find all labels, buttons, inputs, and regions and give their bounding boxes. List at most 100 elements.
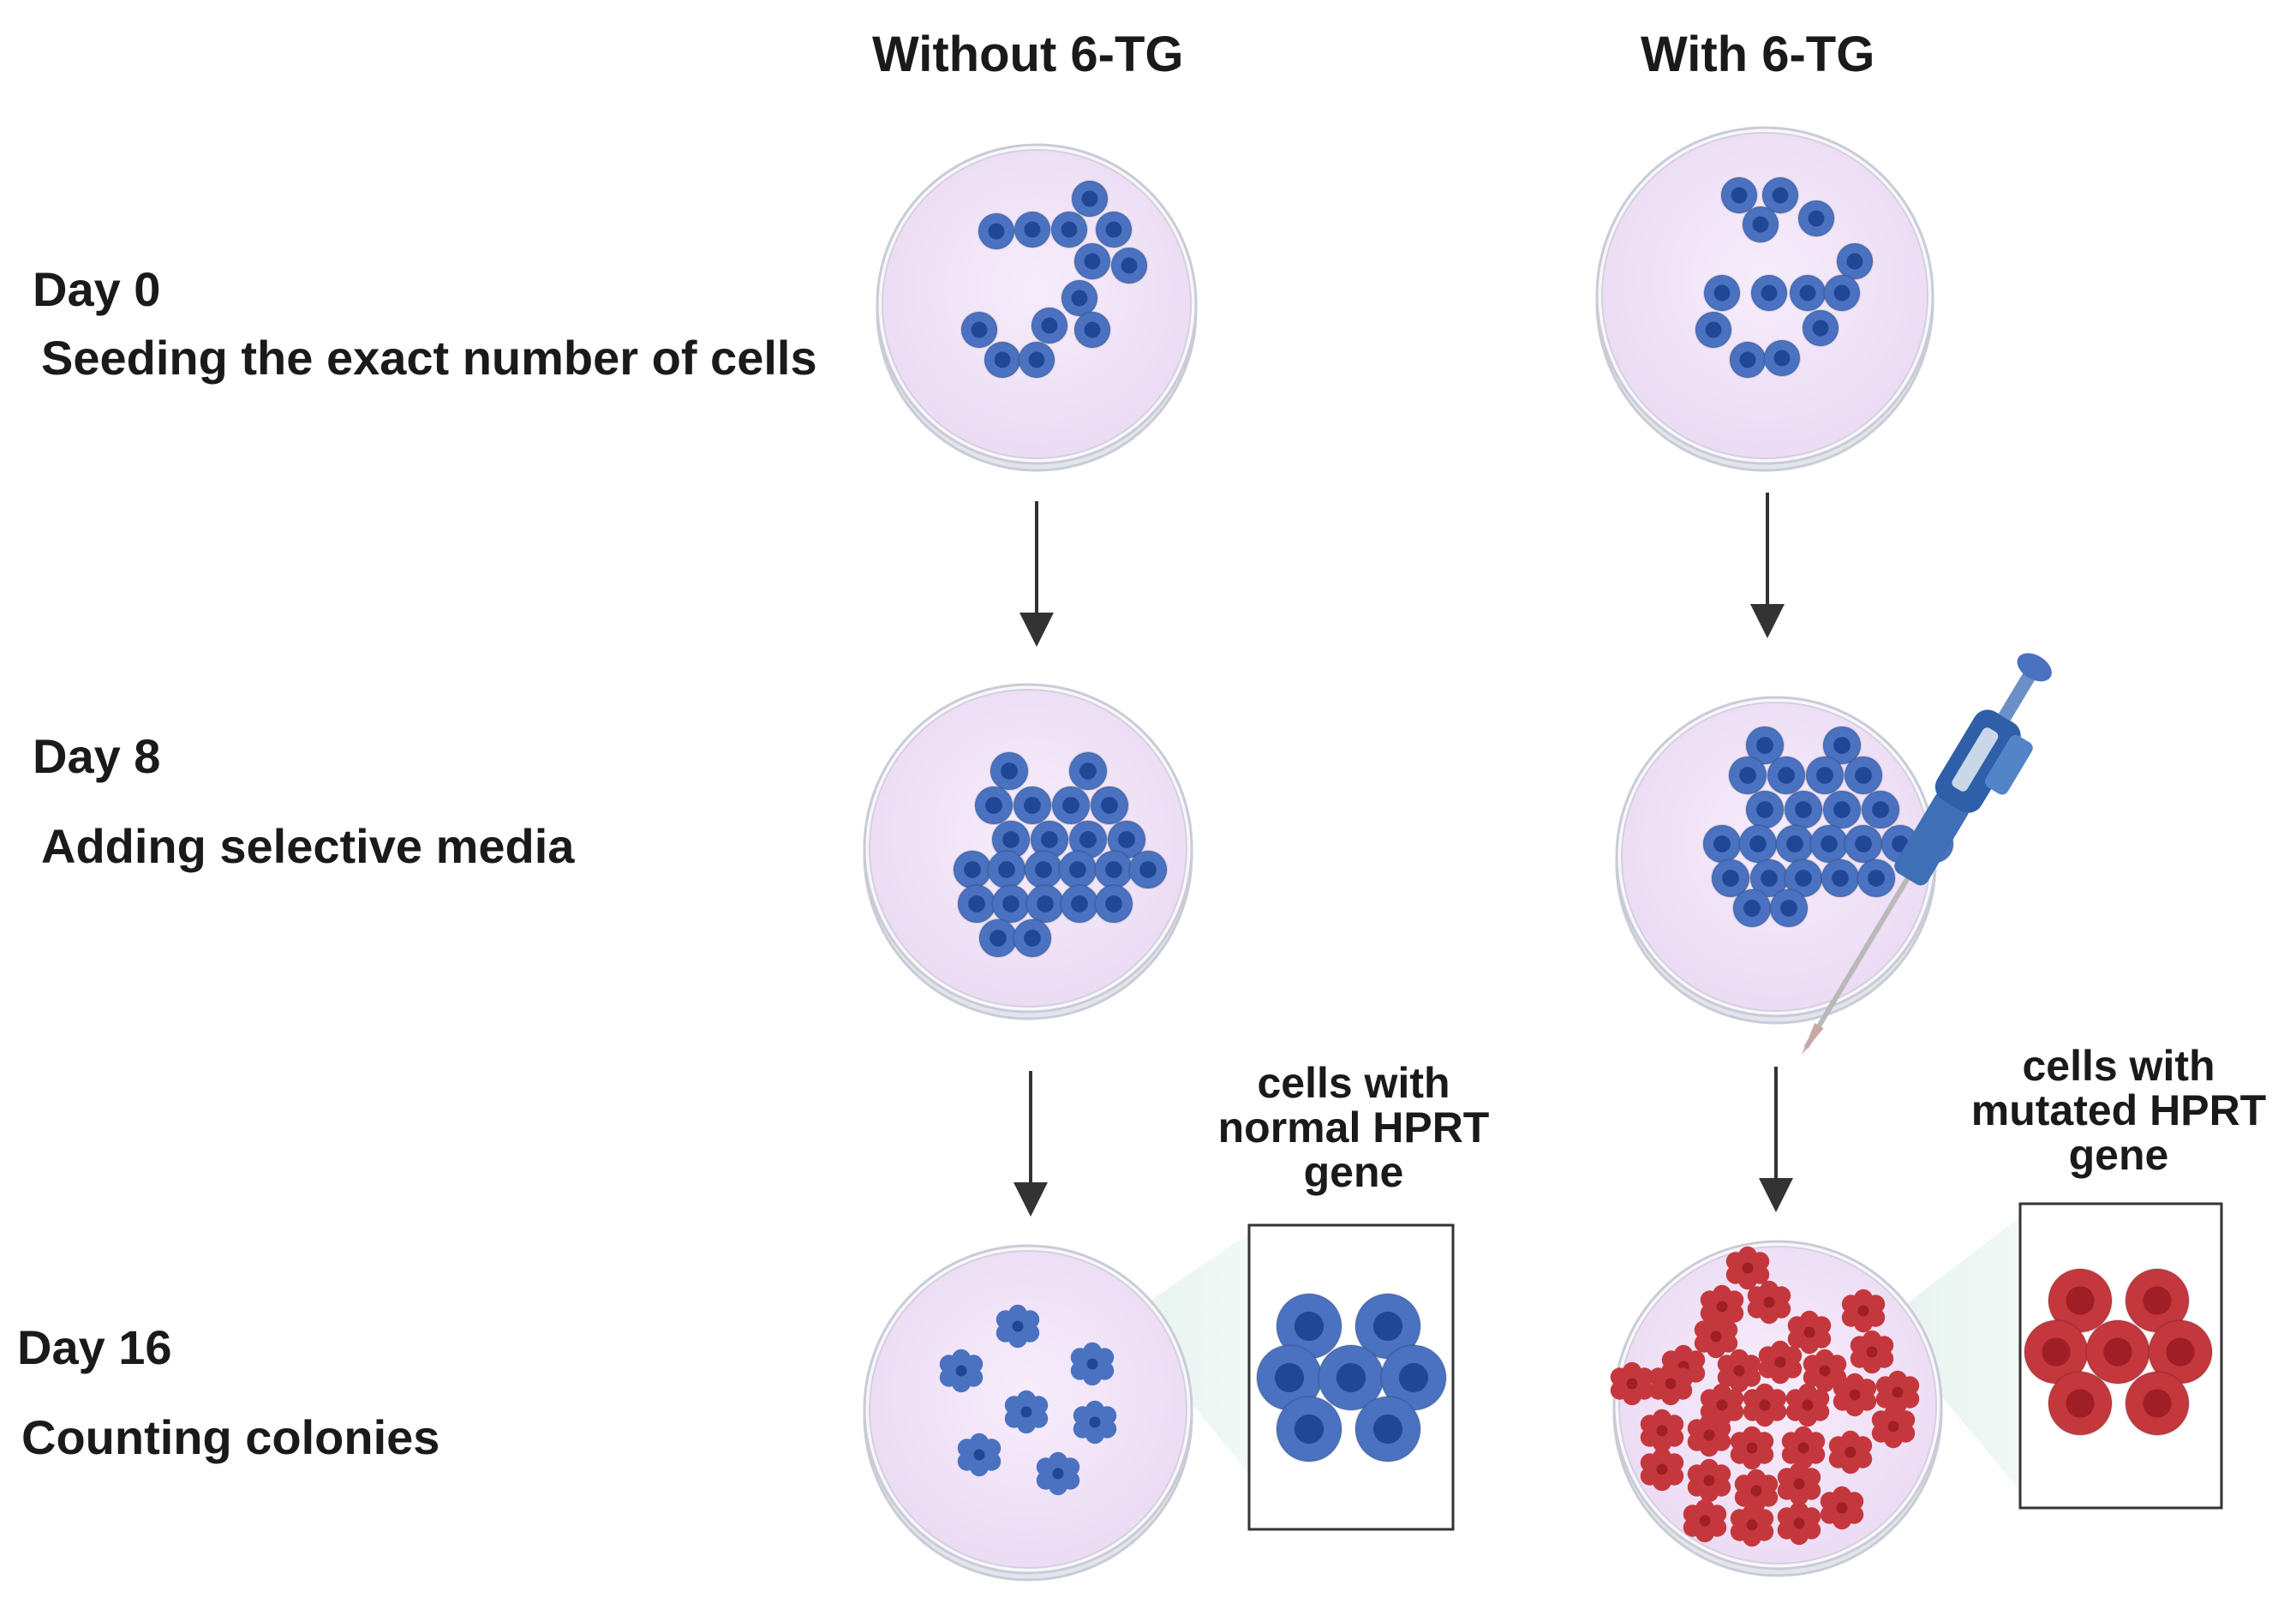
cell-without-day0-8 <box>1031 307 1068 344</box>
colony-with-day16-31 <box>1820 1486 1864 1530</box>
colony-with-day16-24 <box>1640 1447 1684 1492</box>
colony-with-day16-28 <box>1683 1498 1727 1543</box>
colony-with-day16-21 <box>1781 1426 1826 1470</box>
cell-without-day8-1 <box>1068 751 1108 791</box>
cell-without-day0-2 <box>1050 211 1088 248</box>
inset-caption-mutated-line3: gene <box>2068 1131 2169 1179</box>
inset-caption-normal-line2: normal HPRT <box>1217 1104 1490 1151</box>
cell-with-day8-8 <box>1822 790 1862 829</box>
colony-with-day16-9 <box>1803 1349 1847 1393</box>
cell-without-day8-22 <box>1013 918 1052 958</box>
inset-cell-normal-3 <box>1318 1344 1384 1411</box>
cell-with-day0-7 <box>1750 274 1788 312</box>
inset-cell-normal-0 <box>1276 1293 1342 1360</box>
inset-caption-normal-line3: gene <box>1303 1148 1404 1196</box>
cell-without-day8-0 <box>990 751 1029 791</box>
inset-caption-normal: cells with normal HPRT gene <box>1174 1061 1534 1194</box>
cell-without-day0-7 <box>1061 279 1098 317</box>
cell-without-day0-11 <box>984 341 1021 379</box>
colony-with-day16-22 <box>1828 1430 1873 1474</box>
cell-without-day8-14 <box>1094 850 1133 889</box>
cell-without-day8-3 <box>1013 786 1052 825</box>
inset-caption-mutated: cells with mutated HPRT gene <box>1939 1044 2296 1177</box>
cell-without-day8-17 <box>991 884 1031 924</box>
inset-caption-mutated-line1: cells with <box>2022 1042 2215 1090</box>
inset-cell-normal-1 <box>1354 1293 1421 1360</box>
day8-description: Adding selective media <box>41 819 575 873</box>
cell-without-day8-2 <box>974 786 1013 825</box>
inset-cell-mutated-3 <box>2085 1319 2150 1385</box>
colony-with-day16-20 <box>1730 1426 1774 1470</box>
column-header-without: Without 6-TG <box>872 27 1184 82</box>
colony-without-day16-5 <box>957 1433 1002 1477</box>
cell-without-day0-5 <box>1073 242 1111 280</box>
colony-without-day16-4 <box>1073 1400 1117 1444</box>
cell-without-day8-20 <box>1094 884 1133 924</box>
cell-with-day0-1 <box>1761 176 1799 214</box>
inset-cell-normal-2 <box>1256 1344 1323 1411</box>
cell-without-day0-10 <box>960 311 998 349</box>
colony-without-day16-6 <box>1036 1451 1080 1496</box>
colony-without-day16-3 <box>1004 1390 1049 1434</box>
cell-with-day8-9 <box>1861 790 1900 829</box>
colony-with-day16-16 <box>1833 1373 1877 1417</box>
cell-with-day8-1 <box>1822 726 1862 765</box>
cell-without-day8-15 <box>1128 850 1168 889</box>
cell-without-day0-0 <box>978 212 1015 250</box>
cell-without-day0-3 <box>1071 180 1109 218</box>
cell-without-day8-4 <box>1051 786 1091 825</box>
cell-with-day0-3 <box>1797 200 1835 237</box>
cell-with-day8-21 <box>1857 858 1896 898</box>
column-header-with: With 6-TG <box>1641 27 1875 82</box>
inset-cell-normal-5 <box>1276 1396 1342 1462</box>
cell-with-day0-12 <box>1802 309 1839 347</box>
inset-cell-normal-6 <box>1354 1396 1421 1462</box>
colony-without-day16-1 <box>939 1349 984 1393</box>
colony-with-day16-18 <box>1640 1409 1684 1453</box>
cell-with-day8-23 <box>1769 888 1809 928</box>
cell-with-day8-2 <box>1728 756 1767 795</box>
petri-dish-without-day0 <box>876 143 1198 472</box>
colony-with-day16-7 <box>1717 1349 1761 1393</box>
cell-with-day8-19 <box>1784 858 1823 898</box>
colony-with-day16-0 <box>1725 1246 1770 1290</box>
cell-with-day8-4 <box>1805 756 1845 795</box>
inset-cell-mutated-4 <box>2148 1319 2213 1385</box>
day0-label: Day 0 <box>33 262 161 316</box>
cell-without-day8-19 <box>1060 884 1099 924</box>
cell-without-day8-11 <box>987 850 1026 889</box>
inset-cell-mutated-1 <box>2125 1268 2190 1333</box>
cell-with-day8-10 <box>1702 824 1742 864</box>
cell-without-day0-1 <box>1013 211 1051 248</box>
colony-with-day16-10 <box>1850 1330 1894 1374</box>
pipette-icon <box>1801 653 2052 1056</box>
colony-with-day16-14 <box>1743 1383 1787 1427</box>
colony-with-day16-30 <box>1777 1501 1821 1546</box>
cell-with-day8-12 <box>1775 824 1815 864</box>
cell-without-day8-7 <box>1030 820 1069 859</box>
cell-without-day0-4 <box>1095 211 1133 248</box>
cell-with-day0-6 <box>1823 274 1861 312</box>
cell-with-day0-5 <box>1789 274 1827 312</box>
cell-without-day0-12 <box>1018 341 1055 379</box>
cell-without-day0-6 <box>1110 247 1148 284</box>
inset-cell-mutated-2 <box>2024 1319 2089 1385</box>
inset-cell-normal-4 <box>1380 1344 1447 1411</box>
cell-with-day8-13 <box>1809 824 1849 864</box>
cell-with-day8-3 <box>1767 756 1806 795</box>
cell-with-day8-6 <box>1745 790 1785 829</box>
zoom-beam-normal <box>1122 1234 1249 1474</box>
day8-label: Day 8 <box>33 729 161 783</box>
cell-with-day8-22 <box>1732 888 1772 928</box>
cell-without-day8-18 <box>1025 884 1065 924</box>
cell-with-day0-2 <box>1742 206 1779 243</box>
colony-with-day16-15 <box>1785 1383 1830 1427</box>
day16-description: Counting colonies <box>21 1410 440 1464</box>
colony-with-day16-25 <box>1687 1458 1731 1503</box>
cell-without-day8-6 <box>991 820 1031 859</box>
inset-cell-mutated-5 <box>2048 1371 2113 1436</box>
cell-without-day8-8 <box>1068 820 1108 859</box>
cell-with-day0-11 <box>1763 339 1801 377</box>
cell-with-day8-18 <box>1749 858 1789 898</box>
cell-without-day8-21 <box>978 918 1018 958</box>
